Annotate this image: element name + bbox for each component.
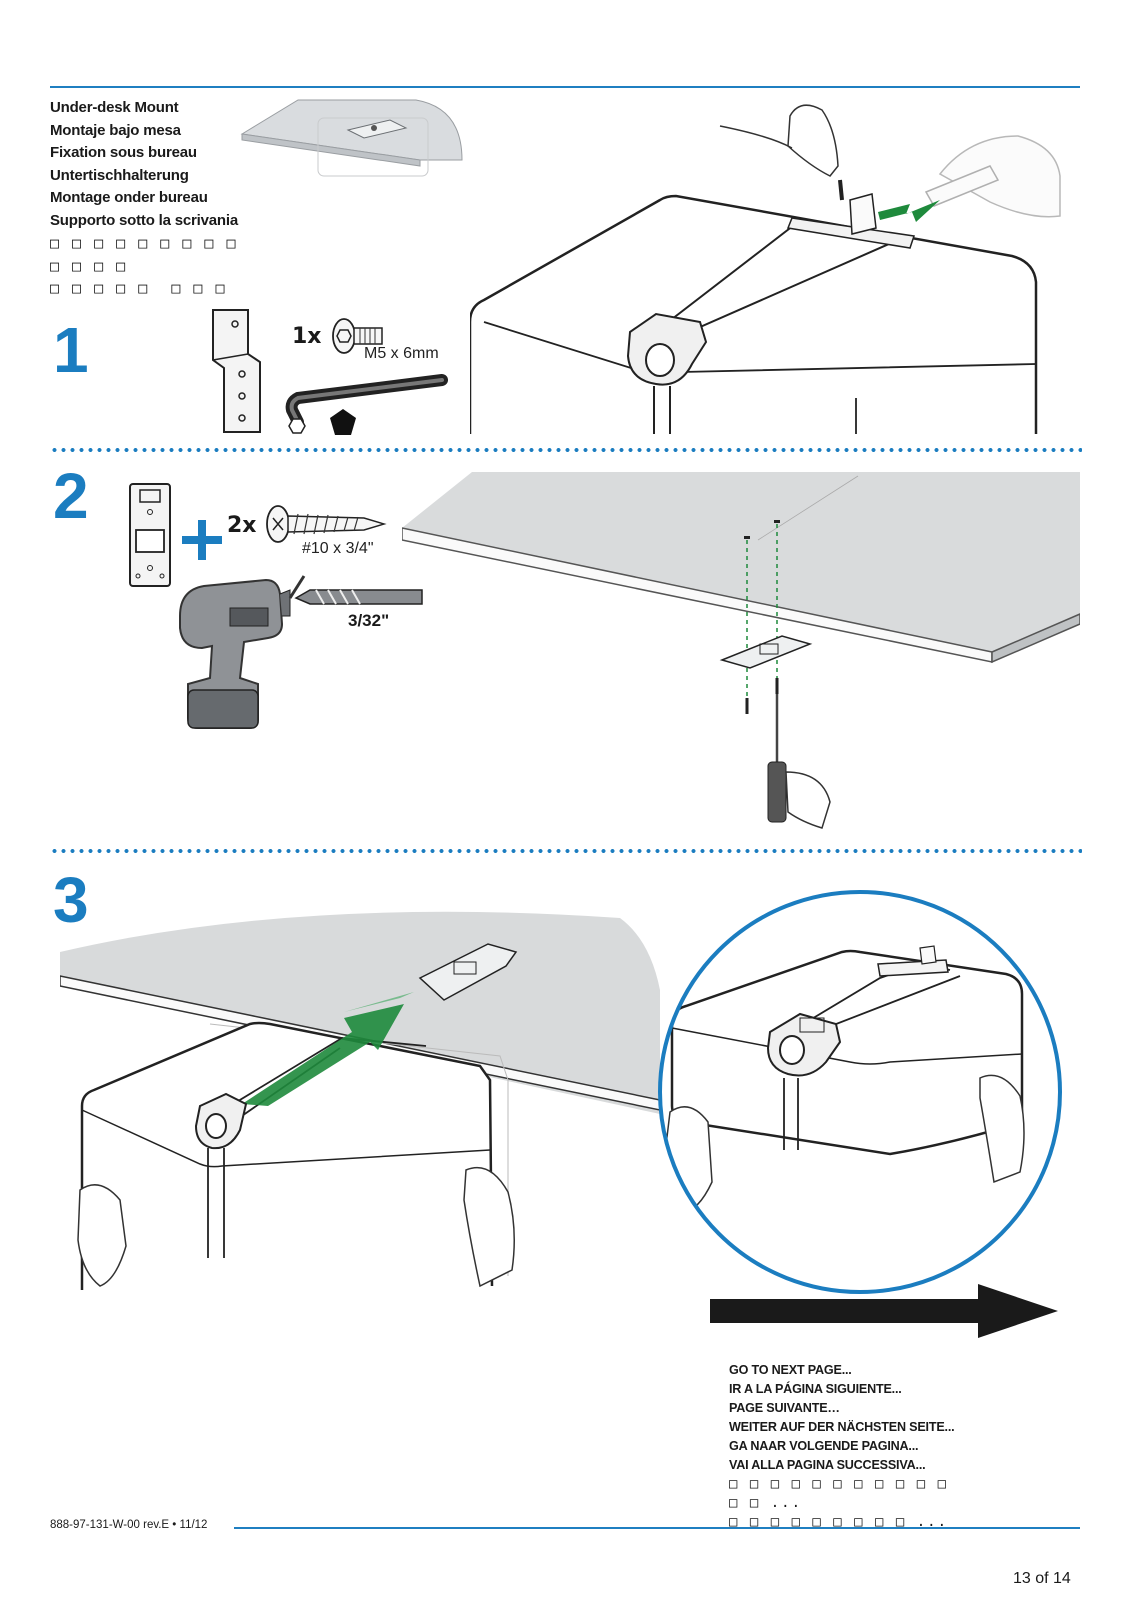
step-2-drill-bit-size: 3/32" (348, 611, 390, 630)
machine-screw-icon (332, 318, 383, 354)
next-page-cjk-2: □ □ ... (729, 1495, 803, 1511)
desk-thumbnail-illustration (240, 99, 463, 177)
top-rule (50, 86, 1080, 88)
step-1-hardware-spec: M5 x 6mm (364, 345, 439, 362)
next-page-cjk-1: □ □ □ □ □ □ □ □ □ □ □ (729, 1476, 949, 1492)
title-nl: Montage onder bureau (50, 189, 208, 206)
l-bracket-illustration (212, 309, 261, 433)
step-3-main-illustration (60, 911, 660, 1290)
step-1-quantity: 1x (292, 324, 322, 349)
title-de: Untertischhalterung (50, 166, 189, 184)
next-page-de: WEITER AUF DER NÄCHSTEN SEITE... (729, 1420, 955, 1434)
step-divider-2 (50, 849, 1082, 853)
drill-bit-icon (294, 589, 423, 605)
screw-icon (266, 505, 387, 543)
step-1-number: 1 (53, 314, 89, 386)
title-en: Under-desk Mount (50, 99, 179, 116)
step-3-number: 3 (53, 864, 89, 936)
title-cjk-1: □ □ □ □ □ □ □ □ □ (50, 234, 238, 252)
plus-icon (182, 520, 222, 560)
title-es: Montaje bajo mesa (50, 121, 181, 139)
next-page-it: VAI ALLA PAGINA SUCCESSIVA... (729, 1458, 926, 1472)
step-1-main-illustration (470, 104, 1061, 434)
next-page-arrow-icon (710, 1284, 1058, 1338)
title-cjk-2: □ □ □ □ (50, 256, 128, 275)
next-page-nl: GA NAAR VOLGENDE PAGINA... (729, 1439, 919, 1453)
next-page-es: IR A LA PÁGINA SIGUIENTE... (729, 1382, 902, 1396)
document-code: 888-97-131-W-00 rev.E • 11/12 (50, 1519, 208, 1531)
title-cjk-3: □ □ □ □ □ □ □ □ (50, 279, 227, 297)
next-page-cjk-3: □ □ □ □ □ □ □ □ □ ... (729, 1514, 949, 1530)
drill-icon (179, 575, 306, 729)
title-block: Under-desk Mount Montaje bajo mesa Fixat… (50, 97, 310, 300)
next-page-fr: PAGE SUIVANTE… (729, 1401, 840, 1415)
next-page-instructions: GO TO NEXT PAGE... IR A LA PÁGINA SIGUIE… (729, 1361, 1089, 1532)
pentagon-bit-icon (330, 409, 356, 435)
hex-key-icon (285, 374, 448, 434)
step-2-number: 2 (53, 460, 89, 532)
bottom-rule (234, 1527, 1080, 1529)
step-2-hardware-spec: #10 x 3/4" (302, 540, 374, 557)
step-divider-1 (50, 448, 1082, 452)
mounting-plate-illustration (129, 483, 171, 587)
step-2-quantity: 2x (227, 513, 257, 538)
next-page-en: GO TO NEXT PAGE... (729, 1363, 852, 1377)
page-number: 13 of 14 (1013, 1570, 1071, 1587)
title-it: Supporto sotto la scrivania (50, 211, 238, 229)
detail-callout-illustration (658, 890, 1062, 1294)
step-2-main-illustration (402, 472, 1080, 829)
title-fr: Fixation sous bureau (50, 144, 197, 161)
